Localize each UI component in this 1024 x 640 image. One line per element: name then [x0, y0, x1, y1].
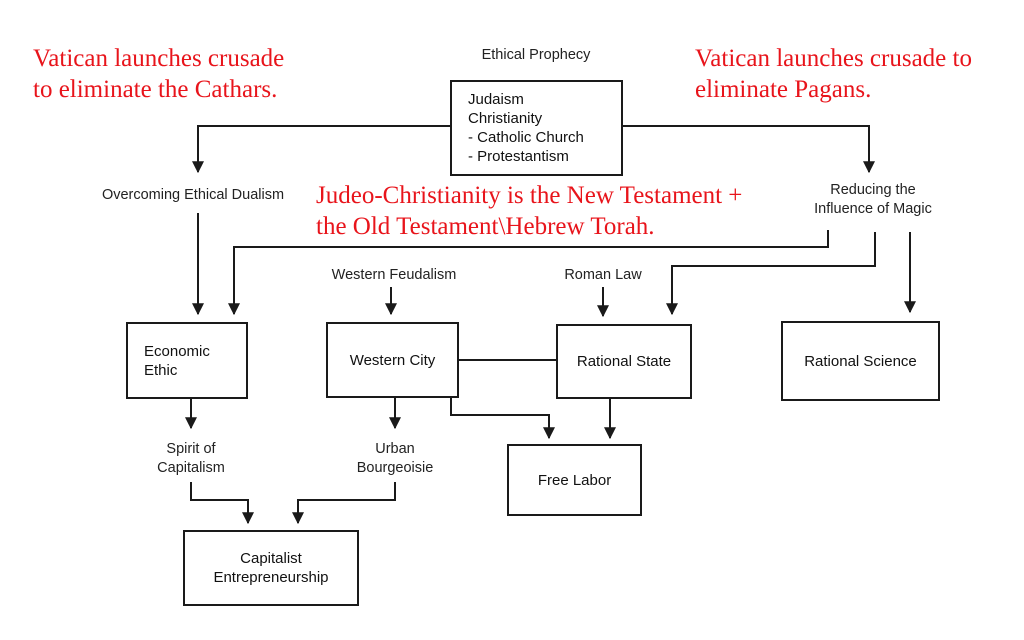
rational-state-label: Rational State — [576, 353, 672, 370]
rational-science-label: Rational Science — [804, 352, 917, 370]
capitalist-line-1: Capitalist — [240, 550, 302, 567]
box-free-labor: Free Labor — [507, 444, 642, 516]
label-reducing-magic-line-2: Influence of Magic — [814, 201, 932, 217]
annotation-torah-line-2: the Old Testament\Hebrew Torah. — [316, 213, 655, 240]
arrow-bourgeoisie-to-capitalist — [292, 482, 396, 525]
box-capitalist-entrepreneurship: Capitalist Entrepreneurship — [183, 530, 359, 606]
annotation-pagans-line-2: eliminate Pagans. — [695, 76, 872, 103]
annotation-pagans-line-1: Vatican launches crusade to — [695, 45, 972, 72]
free-labor-label: Free Labor — [537, 471, 612, 489]
label-reducing-magic: Reducing the Influence of Magic — [793, 181, 953, 219]
annotation-torah: Judeo-Christianity is the New Testament … — [316, 180, 742, 242]
box-western-city: Western City — [326, 322, 459, 398]
label-roman-law: Roman Law — [564, 267, 642, 283]
arrow-reducing-magic-to-rational-state — [666, 232, 876, 316]
religion-judaism: Judaism — [468, 91, 524, 108]
annotation-cathars: Vatican launches crusade to eliminate th… — [33, 43, 284, 105]
capitalist-line-2: Entrepreneurship — [213, 569, 329, 586]
annotation-cathars-line-1: Vatican launches crusade — [33, 45, 285, 72]
economic-ethic-line-2: Ethic — [144, 361, 178, 379]
religion-catholic-church: - Catholic Church — [468, 129, 584, 146]
arrow-western-city-to-free-labor — [450, 397, 555, 440]
box-rational-science: Rational Science — [781, 321, 940, 401]
label-overcoming-ethical-dualism: Overcoming Ethical Dualism — [101, 187, 285, 203]
arrow-reducing-magic-to-economic-ethic — [228, 230, 829, 316]
label-western-feudalism: Western Feudalism — [331, 267, 457, 283]
label-spirit-of-capitalism: Spirit of Capitalism — [131, 440, 251, 478]
box-economic-ethic: Economic Ethic — [126, 322, 248, 399]
arrow-spirit-to-capitalist — [190, 482, 254, 525]
label-bourgeoisie-line-2: Bourgeoisie — [356, 460, 434, 476]
religion-protestantism: - Protestantism — [468, 148, 569, 165]
label-spirit-line-2: Capitalism — [157, 460, 225, 476]
label-spirit-line-1: Spirit of — [166, 441, 216, 457]
economic-ethic-line-1: Economic — [144, 342, 210, 360]
religion-christianity: Christianity — [468, 110, 543, 127]
label-bourgeoisie-line-1: Urban — [375, 441, 415, 457]
annotation-pagans: Vatican launches crusade to eliminate Pa… — [695, 43, 972, 105]
box-rational-state: Rational State — [556, 324, 692, 399]
label-urban-bourgeoisie: Urban Bourgeoisie — [330, 440, 460, 478]
label-reducing-magic-line-1: Reducing the — [830, 182, 916, 198]
western-city-label: Western City — [349, 351, 436, 369]
annotation-torah-line-1: Judeo-Christianity is the New Testament … — [316, 182, 743, 209]
annotation-cathars-line-2: to eliminate the Cathars. — [33, 76, 278, 103]
box-religions: Judaism Christianity - Catholic Church -… — [450, 80, 623, 176]
label-ethical-prophecy: Ethical Prophecy — [481, 47, 591, 63]
arrow-religions-to-overcoming-dualism — [192, 125, 451, 174]
arrow-religions-to-reducing-magic — [622, 125, 875, 174]
